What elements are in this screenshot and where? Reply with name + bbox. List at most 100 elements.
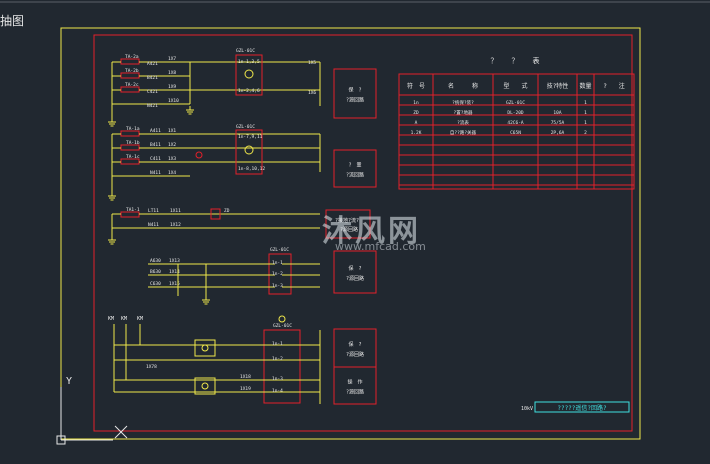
terminal-code: 1n-4 <box>272 388 283 394</box>
terminal-code: 1n-1,3,5 <box>238 59 260 65</box>
table-header: 数量 <box>579 82 591 90</box>
terminal-code: 1n-2 <box>272 356 283 362</box>
wire-label: B421 <box>147 75 158 81</box>
terminal-code: 1n-8,10,12 <box>238 166 265 172</box>
instrument-symbol <box>195 151 203 159</box>
device-type: GZL-01C <box>236 124 255 130</box>
box-label: ?接地?流? <box>335 217 359 224</box>
switch-box <box>194 339 216 357</box>
ct-label: TA-1a <box>126 126 140 132</box>
breaker-symbol <box>210 208 221 220</box>
terminal-num: 1X4 <box>168 170 176 176</box>
sheet-outer-frame <box>60 27 641 440</box>
table-cell: 1.2K <box>411 130 422 136</box>
terminal-code: 1n-2,4,6 <box>238 88 260 94</box>
terminal-num: 1X2 <box>168 142 176 148</box>
relay-box <box>268 253 292 295</box>
device-type: GZL-01C <box>273 323 292 329</box>
table-cell: 1 <box>584 100 587 106</box>
terminal-num: 1X18 <box>240 374 251 380</box>
terminal-code: 1n-3 <box>272 283 283 289</box>
footer-label: 10kV <box>521 406 533 412</box>
wire-label: N421 <box>147 103 158 109</box>
ct-label: TA-1c <box>126 154 140 160</box>
relay-box <box>235 129 263 175</box>
device-label: ZD <box>224 208 230 214</box>
bus-label: KM <box>137 316 143 322</box>
table-cell: ?统保?装? <box>452 99 474 106</box>
terminal-num: 1X14 <box>169 269 180 275</box>
terminal-code: 1n-2 <box>272 271 283 277</box>
footer-label: ?????遥信?回路? <box>557 404 607 412</box>
box-power-3 <box>333 328 377 368</box>
table-header: ? 注 <box>603 82 625 90</box>
terminal-code: 1n-3 <box>272 376 283 382</box>
footer-label-box <box>534 401 630 413</box>
terminal-num: 1X12 <box>170 222 181 228</box>
terminal-num: 1X9 <box>168 84 176 90</box>
terminal-num: 1X3 <box>168 156 176 162</box>
box-label: 保 ? <box>348 341 361 348</box>
terminal-code: 1n-1 <box>272 260 283 266</box>
table-cell: 1 <box>584 120 587 126</box>
box-label: ?源回路 <box>346 97 364 104</box>
table-cell: 自??路?关器 <box>450 129 477 136</box>
watermark-url: www.mfcad.com <box>335 240 426 253</box>
device-type: GZL-01C <box>270 247 289 253</box>
box-label: ?源回路 <box>346 275 364 282</box>
table-header: 符 号 <box>407 82 425 90</box>
box-label: 操 作 <box>347 379 362 386</box>
switch-symbol <box>201 344 209 352</box>
terminal-code: 1n-7,9,11 <box>238 134 263 140</box>
box-label: ?源回路 <box>346 351 364 358</box>
ucs-y-label: Y <box>66 376 72 387</box>
sheet-inner-frame <box>93 34 633 432</box>
table-cell: 1n <box>413 100 419 106</box>
box-label: ?源回路 <box>346 389 364 396</box>
bus-label: KM <box>108 316 114 322</box>
ct-label: TA-1b <box>126 140 140 146</box>
table-cell: ?流表 <box>457 119 469 126</box>
wire-label: N411 <box>150 170 161 176</box>
box-label: ? 量 <box>348 162 361 169</box>
wire-label: 1X78 <box>146 364 157 370</box>
ct-label: TA-2a <box>125 54 139 60</box>
table-cell: 2 <box>584 130 587 136</box>
terminal-num: 1X8 <box>168 70 176 76</box>
wire-label: C630 <box>150 281 161 287</box>
watermark-logo: 沐风网 <box>322 214 421 249</box>
box-label: ?源回路 <box>340 226 358 233</box>
table-cell: DL-20D <box>507 110 524 116</box>
table-header: 名 称 <box>448 82 478 90</box>
table-cell: 1 <box>584 110 587 116</box>
wire-label: A421 <box>147 61 158 67</box>
wire-label: A630 <box>150 258 161 264</box>
table-cell: 75/5A <box>551 120 565 126</box>
table-title: ？ ？ 表 <box>491 56 540 65</box>
device-type: GZL-01C <box>236 48 255 54</box>
table-cell: ZD <box>413 110 419 116</box>
relay-box <box>263 329 301 404</box>
ct-label: TA1-1 <box>126 207 140 213</box>
bus-label: KM <box>121 316 127 322</box>
terminal-num: 1X13 <box>169 258 180 264</box>
wire-label: B411 <box>150 142 161 148</box>
terminal-num: 1X11 <box>170 208 181 214</box>
wire-label: LT11 <box>148 208 159 214</box>
relay-box <box>235 54 263 96</box>
table-frame <box>398 73 635 190</box>
table-header: 技?特性 <box>547 82 569 90</box>
ammeter-symbol <box>244 69 254 79</box>
box-operation <box>333 366 377 405</box>
table-header: 型 式 <box>503 82 527 90</box>
terminal-num: 1X19 <box>240 386 251 392</box>
wire-label: C411 <box>150 156 161 162</box>
box-label: ?流回路 <box>346 172 364 179</box>
lamp-symbol <box>278 315 286 323</box>
switch-symbol <box>201 382 209 390</box>
terminal-num: 1X15 <box>169 281 180 287</box>
table-cell: ?置?地器 <box>454 109 473 116</box>
file-tab-fragment[interactable]: 抽图 <box>0 14 25 28</box>
